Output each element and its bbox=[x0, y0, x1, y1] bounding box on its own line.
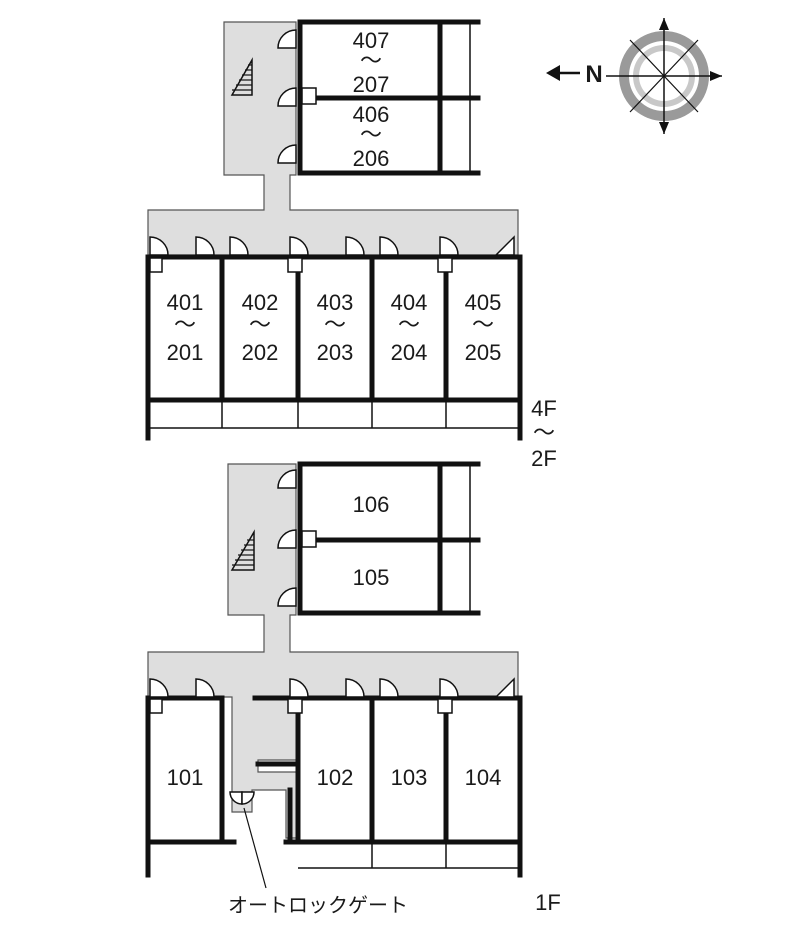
unit-label-401: 401 bbox=[167, 290, 204, 315]
unit-label-407: 407 bbox=[353, 28, 390, 53]
upper-row-unit-labels: 401 〜 201 402 〜 202 403 〜 203 404 〜 204 … bbox=[167, 290, 502, 365]
unit-label-402: 402 bbox=[242, 290, 279, 315]
unit-label-404: 404 bbox=[391, 290, 428, 315]
north-label: N bbox=[585, 61, 602, 88]
floor-label-4f: 4F bbox=[531, 396, 557, 421]
unit-label-205: 205 bbox=[465, 340, 502, 365]
unit-range-sep: 〜 bbox=[324, 312, 346, 337]
unit-range-sep: 〜 bbox=[472, 312, 494, 337]
ground-side-unit-walls bbox=[297, 461, 481, 616]
upper-stairs-icon bbox=[230, 57, 253, 96]
unit-label-204: 204 bbox=[391, 340, 428, 365]
upper-side-unit-walls bbox=[297, 19, 481, 176]
upper-side-unit-doors bbox=[277, 29, 297, 164]
unit-range-sep: 〜 bbox=[249, 312, 271, 337]
ground-row-doors bbox=[149, 677, 515, 698]
floor-range-sep: 〜 bbox=[533, 420, 555, 445]
unit-label-406: 406 bbox=[353, 102, 390, 127]
unit-label-105: 105 bbox=[353, 565, 390, 590]
unit-label-405: 405 bbox=[465, 290, 502, 315]
unit-label-101: 101 bbox=[167, 765, 204, 790]
north-arrow-icon bbox=[546, 65, 580, 81]
ground-side-unit-labels: 106 105 bbox=[353, 492, 390, 590]
floor-label-1f: 1F bbox=[535, 890, 561, 915]
gate-leader-line bbox=[243, 807, 267, 889]
unit-label-403: 403 bbox=[317, 290, 354, 315]
upper-side-unit-labels: 407 〜 207 406 〜 206 bbox=[353, 28, 390, 171]
ground-row-walls bbox=[145, 695, 523, 878]
unit-label-207: 207 bbox=[353, 72, 390, 97]
upper-floor-label: 4F 〜 2F bbox=[531, 396, 557, 471]
auto-lock-gate-icon bbox=[229, 791, 255, 805]
unit-label-102: 102 bbox=[317, 765, 354, 790]
unit-label-104: 104 bbox=[465, 765, 502, 790]
unit-label-103: 103 bbox=[391, 765, 428, 790]
ground-side-unit-doors bbox=[277, 469, 297, 607]
compass-icon bbox=[606, 18, 722, 134]
ground-row-unit-labels: 101 102 103 104 bbox=[167, 765, 502, 790]
upper-corridor bbox=[147, 21, 519, 256]
unit-label-206: 206 bbox=[353, 146, 390, 171]
upper-floor-plan: 407 〜 207 406 〜 206 401 〜 201 402 〜 202 … bbox=[145, 19, 557, 471]
upper-row-doors bbox=[149, 235, 515, 256]
ground-stairs-icon bbox=[230, 529, 255, 571]
unit-range-sep: 〜 bbox=[360, 122, 382, 147]
unit-range-sep: 〜 bbox=[174, 312, 196, 337]
unit-label-106: 106 bbox=[353, 492, 390, 517]
upper-row-walls bbox=[145, 254, 523, 441]
gate-label: オートロックゲート bbox=[228, 894, 408, 917]
unit-range-sep: 〜 bbox=[398, 312, 420, 337]
unit-label-203: 203 bbox=[317, 340, 354, 365]
unit-range-sep: 〜 bbox=[360, 48, 382, 73]
unit-label-202: 202 bbox=[242, 340, 279, 365]
ground-floor-plan: 106 105 101 102 103 104 オートロックゲート 1F bbox=[145, 461, 561, 917]
floor-label-2f: 2F bbox=[531, 446, 557, 471]
unit-label-201: 201 bbox=[167, 340, 204, 365]
